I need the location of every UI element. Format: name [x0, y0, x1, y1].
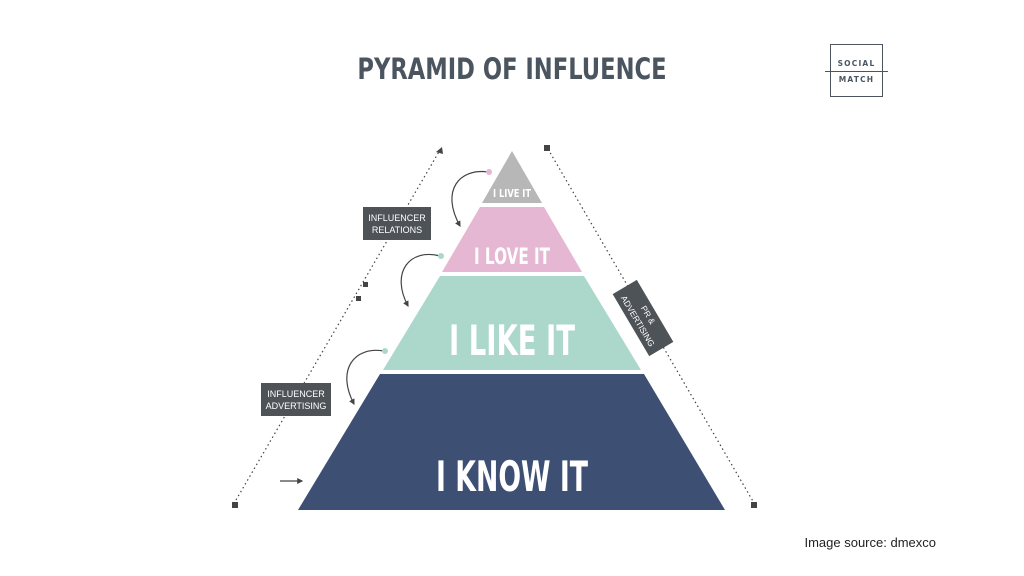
- curved-arrow-to-third: [346, 349, 385, 406]
- curved-arrow-third-dot: [382, 348, 388, 354]
- right-dotted-guide: [547, 148, 755, 504]
- curved-arrow-to-top: [451, 170, 489, 228]
- tier-label-third: I LIKE IT: [449, 316, 575, 365]
- tier-label-top: I LIVE IT: [493, 187, 531, 200]
- pyramid-tier-third: [383, 276, 641, 370]
- page-title: PYRAMID OF INFLUENCE: [357, 52, 667, 86]
- influencer-relations-label: INFLUENCER RELATIONS: [363, 207, 431, 240]
- influencer-advertising-label: INFLUENCER ADVERTISING: [261, 383, 331, 416]
- logo-line-1: SOCIAL: [837, 59, 876, 68]
- influencer-relations-line-2: RELATIONS: [372, 225, 422, 235]
- influencer-advertising-line-1: INFLUENCER: [267, 389, 325, 399]
- right-guide-start-square: [544, 145, 550, 151]
- pyramid-tier-base: [298, 374, 725, 510]
- curved-arrow-to-second: [400, 253, 441, 308]
- left-guide-arrowhead: [436, 147, 443, 154]
- left-guide-marker-2: [363, 282, 368, 287]
- influencer-advertising-line-2: ADVERTISING: [266, 401, 327, 411]
- influencer-relations-line-1: INFLUENCER: [368, 213, 426, 223]
- left-guide-marker-1: [356, 296, 361, 301]
- tier-label-second: I LOVE IT: [474, 245, 550, 270]
- logo-divider: [825, 71, 888, 72]
- tier-label-base: I KNOW IT: [436, 452, 588, 501]
- curved-arrow-second-dot: [438, 253, 444, 259]
- curved-arrow-top-dot: [486, 169, 492, 175]
- pyramid-tier-top: [482, 151, 542, 203]
- right-guide-end-square: [751, 502, 757, 508]
- logo-line-2: MATCH: [838, 75, 875, 84]
- social-match-logo: SOCIAL MATCH: [825, 44, 888, 97]
- pyramid-tier-second: [442, 207, 582, 272]
- left-guide-end-square: [232, 502, 238, 508]
- image-source-caption: Image source: dmexco: [804, 535, 936, 550]
